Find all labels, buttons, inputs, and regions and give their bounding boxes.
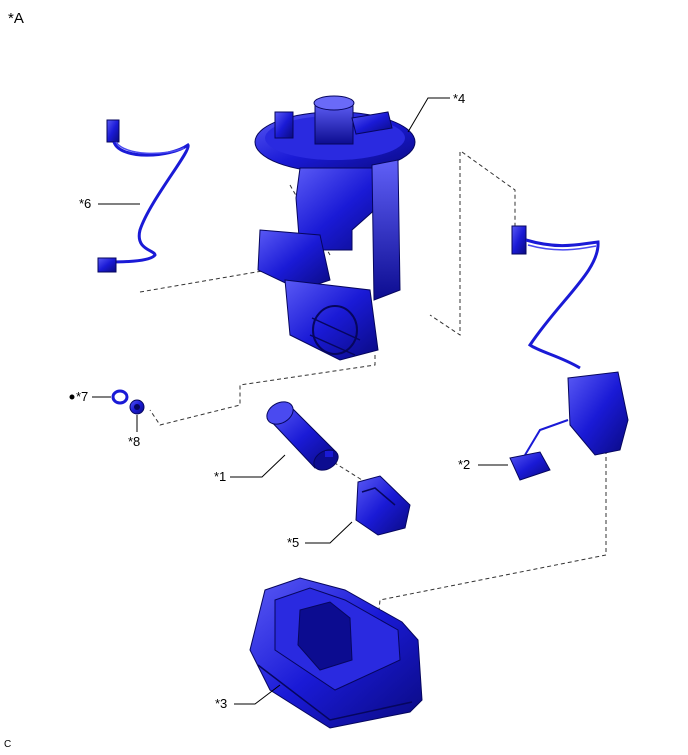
o-ring <box>111 389 129 405</box>
fuel-suction-support <box>249 577 423 729</box>
callout-5: *5 <box>287 535 299 550</box>
wire-harness <box>97 119 190 273</box>
fuel-pump <box>266 401 339 471</box>
callout-8: *8 <box>128 434 140 449</box>
guide-harness-to-pump <box>139 269 269 293</box>
fuel-pump-bracket <box>355 475 411 536</box>
guide-gauge-connector <box>461 151 516 228</box>
callout-3: *3 <box>215 696 227 711</box>
illustration-code: C <box>4 739 12 750</box>
fuel-pump-module <box>254 95 416 361</box>
leader-5 <box>305 521 353 544</box>
view-label: *A <box>8 10 24 27</box>
guide-sender-to-tank <box>377 450 607 621</box>
callout-2: *2 <box>458 457 470 472</box>
leader-4 <box>407 97 450 133</box>
leader-1 <box>230 454 286 478</box>
fuel-pump-retainer <box>129 399 145 415</box>
bullet-7 <box>69 394 75 400</box>
guide-bracket-to-motor <box>149 355 376 426</box>
callout-1: *1 <box>214 469 226 484</box>
callout-7: *7 <box>76 389 88 404</box>
leader-3 <box>234 684 281 705</box>
callout-labels: *4 *6 *7 *8 *1 *2 *5 *3 <box>76 91 470 711</box>
callout-4: *4 <box>453 91 465 106</box>
callout-leaders <box>69 97 508 705</box>
guide-module-to-gauge <box>429 152 461 336</box>
callout-6: *6 <box>79 196 91 211</box>
fuel-sender-gauge <box>509 225 629 481</box>
